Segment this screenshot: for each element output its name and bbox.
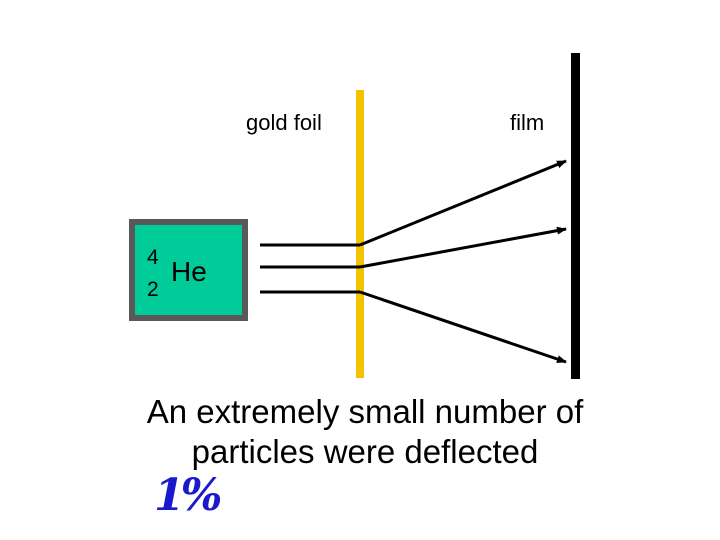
helium-source-box	[129, 219, 248, 321]
handwritten-annotation: 1%	[154, 470, 222, 521]
mass-number: 4	[147, 246, 159, 269]
deflected-path-down	[359, 290, 567, 364]
caption-text: An extremely small number of particles w…	[146, 393, 584, 470]
atomic-number: 2	[147, 278, 159, 301]
element-symbol: He	[171, 256, 207, 287]
gold-foil	[356, 90, 364, 378]
film-label: film	[510, 110, 545, 135]
film-screen	[571, 53, 580, 379]
gold-foil-label: gold foil	[246, 110, 322, 135]
deflected-path-up	[359, 159, 567, 247]
deflected-path-straight	[359, 226, 567, 269]
